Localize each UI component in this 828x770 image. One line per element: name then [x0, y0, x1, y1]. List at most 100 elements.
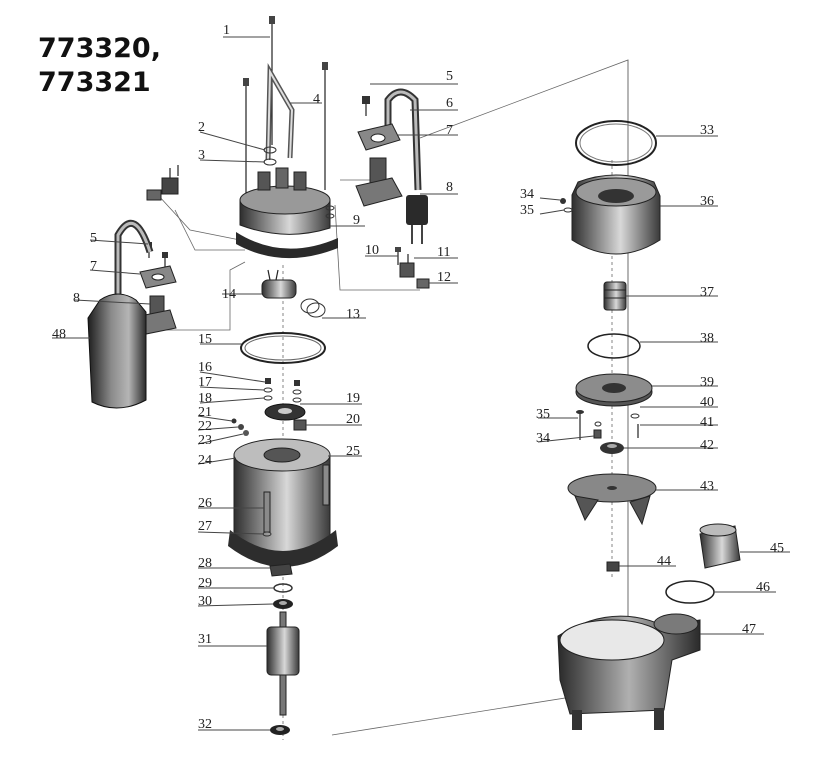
label-2: 2: [198, 120, 205, 135]
part-25-spring-pin: [322, 464, 330, 506]
label-45: 45: [770, 541, 784, 556]
label-15: 15: [198, 332, 212, 347]
part-45-outlet-nipple: [699, 523, 741, 569]
label-27: 27: [198, 519, 212, 534]
part-40-41-42-fasteners: [576, 410, 640, 454]
part-30-bearing: [273, 599, 293, 609]
callouts: 1 2 3 4 5 6 7 8 9 10 11 12 13 14 15 16 1: [52, 23, 790, 732]
label-14: 14: [222, 287, 236, 302]
center-axis-lines: [282, 160, 613, 740]
label-23: 23: [198, 433, 212, 448]
part-small-connector-left: [146, 165, 179, 201]
label-40: 40: [700, 395, 714, 410]
label-36: 36: [700, 194, 714, 209]
label-1: 1: [223, 23, 230, 38]
part-10-screw: [395, 247, 401, 265]
label-11: 11: [437, 245, 450, 260]
label-28: 28: [198, 556, 212, 571]
part-24-stator-housing: [228, 438, 338, 567]
part-19-bearing-plate: [264, 403, 306, 421]
part-28-key: [269, 563, 293, 577]
label-18: 18: [198, 391, 212, 406]
part-34-35-screws-lower: [593, 421, 602, 439]
label-10: 10: [365, 243, 379, 258]
label-12: 12: [437, 270, 451, 285]
label-34-lower: 34: [536, 431, 550, 446]
power-plug: [406, 195, 428, 244]
label-22: 22: [198, 419, 212, 434]
label-41: 41: [700, 415, 714, 430]
label-46: 46: [756, 580, 770, 595]
label-25: 25: [346, 444, 360, 459]
label-4: 4: [313, 92, 320, 107]
label-35-lower: 35: [536, 407, 550, 422]
label-13: 13: [346, 307, 360, 322]
label-48: 48: [52, 327, 66, 342]
label-5: 5: [446, 69, 453, 84]
label-21: 21: [198, 405, 212, 420]
part-8-cable-gland-left: [139, 295, 177, 335]
label-30: 30: [198, 594, 212, 609]
label-19: 19: [346, 391, 360, 406]
part-bolt-right: [322, 62, 328, 190]
label-47: 47: [742, 622, 756, 637]
label-44: 44: [657, 554, 671, 569]
part-44-nut: [606, 561, 620, 572]
part-47-pump-base: [557, 613, 701, 730]
part-32-bearing: [270, 725, 290, 735]
label-39: 39: [700, 375, 714, 390]
label-43: 43: [700, 479, 714, 494]
part-7-gland-plate-right: [357, 123, 401, 151]
part-20-plug: [293, 419, 307, 431]
part-15-o-ring: [240, 332, 326, 364]
label-29: 29: [198, 576, 212, 591]
label-26: 26: [198, 496, 212, 511]
part-11-terminal: [399, 254, 415, 278]
part-13-o-ring: [300, 298, 326, 318]
label-38: 38: [700, 331, 714, 346]
part-16-18-small-parts: [263, 378, 302, 403]
part-39-seal-plate: [575, 373, 653, 407]
label-35-upper: 35: [520, 203, 534, 218]
part-46-o-ring: [665, 580, 715, 604]
part-6-cable-elbow-right: [384, 88, 422, 191]
part-8-cable-gland-right: [355, 157, 403, 207]
label-5-left: 5: [90, 231, 97, 246]
label-20: 20: [346, 412, 360, 427]
label-31: 31: [198, 632, 212, 647]
label-37: 37: [700, 285, 714, 300]
model-number-line-2: 773321: [38, 67, 151, 98]
label-8-left: 8: [73, 291, 80, 306]
part-48-float-switch: [87, 293, 147, 409]
part-12-nut: [416, 278, 430, 289]
part-38-o-ring: [587, 333, 641, 359]
part-7-gland-plate-left: [139, 265, 177, 289]
part-bolt-left: [243, 78, 249, 200]
part-21-23-small-parts: [231, 418, 249, 436]
part-9-motor-cover: [236, 167, 338, 259]
part-14-capacitor: [261, 269, 297, 299]
label-32: 32: [198, 717, 212, 732]
model-number-line-1: 773320,: [38, 33, 161, 64]
part-37-seal: [603, 281, 627, 311]
label-8: 8: [446, 180, 453, 195]
label-34-upper: 34: [520, 187, 534, 202]
label-33: 33: [700, 123, 714, 138]
label-24: 24: [198, 453, 212, 468]
label-16: 16: [198, 360, 212, 375]
label-17: 17: [198, 375, 212, 390]
part-4-handle: [265, 63, 295, 161]
part-43-impeller: [567, 473, 657, 526]
part-36-pump-housing: [571, 174, 661, 255]
label-7: 7: [446, 123, 453, 138]
label-7-left: 7: [90, 259, 97, 274]
part-6-cable-elbow-left: [114, 220, 154, 300]
part-33-o-ring: [575, 120, 657, 166]
label-9: 9: [353, 213, 360, 228]
part-31-rotor-shaft: [266, 611, 300, 716]
label-6: 6: [446, 96, 453, 111]
wire-routing-lines: [150, 179, 420, 331]
label-42: 42: [700, 438, 714, 453]
label-3: 3: [198, 148, 205, 163]
